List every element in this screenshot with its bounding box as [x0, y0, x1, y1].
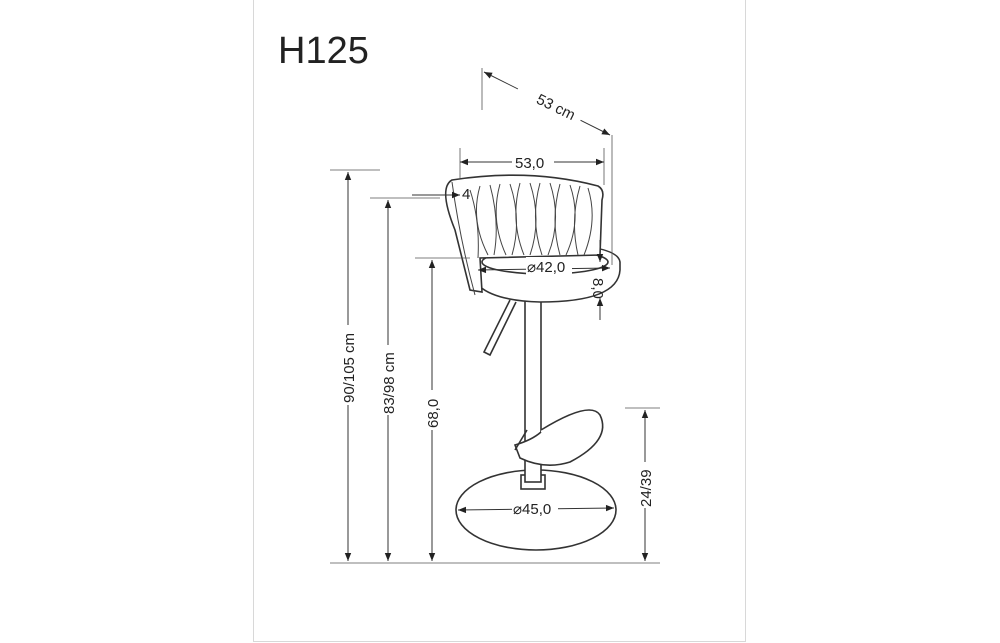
base-diameter-label: ⌀45,0	[513, 501, 551, 518]
footrest-height-label: 24/39	[638, 469, 655, 507]
seat-thickness-label: 8,0	[589, 278, 606, 299]
backrest-thickness-label: 4	[462, 186, 470, 203]
seat-diameter-label: ⌀42,0	[527, 259, 565, 276]
backrest-width-label: 53,0	[515, 155, 544, 172]
seat-height-label: 68,0	[425, 399, 442, 428]
backrest-height-label: 83/98 cm	[381, 352, 398, 414]
gas-lever	[482, 299, 517, 357]
drawing-frame	[253, 0, 746, 642]
product-title: H125	[278, 30, 369, 72]
footrest-ring	[513, 409, 604, 466]
backrest	[444, 174, 604, 296]
total-height-label: 90/105 cm	[341, 333, 358, 403]
